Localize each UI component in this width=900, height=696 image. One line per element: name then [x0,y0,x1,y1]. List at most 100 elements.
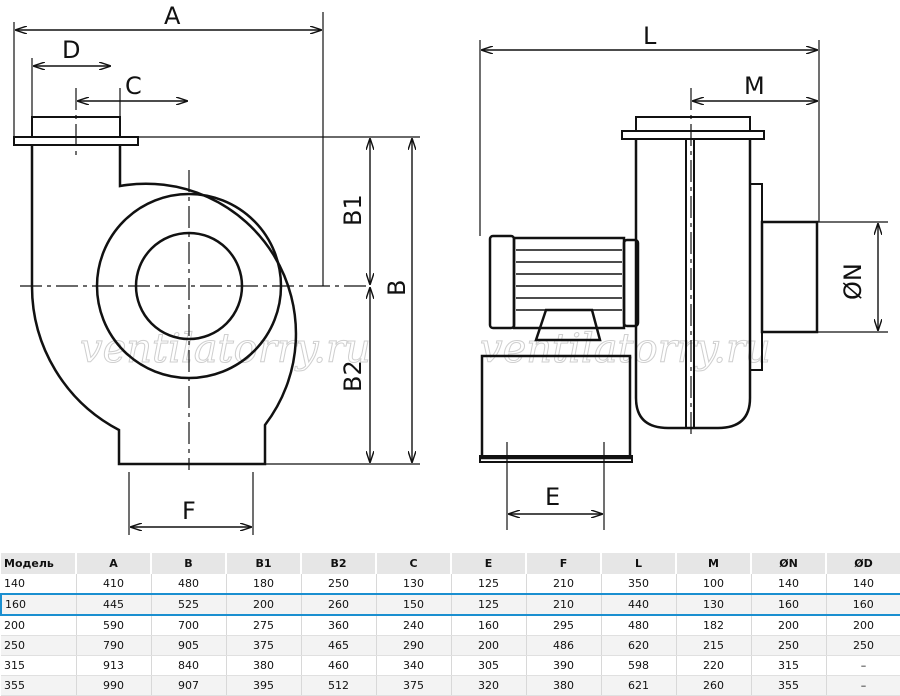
dimension-cell: 275 [226,615,302,636]
dimension-cell: 598 [601,655,677,676]
dimension-cell: 210 [526,574,602,595]
dimension-cell: 621 [601,675,677,696]
base-frame [480,354,632,460]
dimension-cell: 290 [376,635,452,656]
watermark-right: ventilatorry.ru [480,326,771,372]
dimension-cell: 200 [826,615,900,636]
model-cell: 355 [1,675,77,696]
dimension-cell: 486 [526,635,602,656]
dimension-cell: 240 [376,615,452,636]
dim-label-e: E [545,483,560,511]
dimension-cell: 180 [226,574,302,595]
dimension-cell: 840 [151,655,227,676]
side-outlet-duct [635,116,751,132]
dimension-cell: 360 [301,615,377,636]
dim-label-a: A [164,2,181,30]
column-header: B [151,553,227,574]
dimension-cell: 350 [601,574,677,595]
dim-label-d: D [62,36,80,64]
dimension-cell: – [826,655,900,676]
dimension-cell: 380 [526,675,602,696]
motor-end-cap [488,234,516,330]
dimension-cell: 200 [751,615,827,636]
dim-label-c: C [125,72,142,100]
motor-mount [534,308,602,342]
dimension-cell: 250 [751,635,827,656]
dim-label-m: M [744,72,765,100]
model-cell: 140 [1,574,77,595]
column-header: F [526,553,602,574]
dimension-cell: 990 [76,675,152,696]
motor-cooling-fins [516,249,622,311]
dimension-cell: 260 [301,593,377,616]
dimension-cell: 295 [526,615,602,636]
dimension-cell: 375 [226,635,302,656]
model-cell: 315 [1,655,77,676]
dim-label-b1: B1 [339,194,367,226]
motor-body [512,236,626,330]
dimension-cell: 305 [451,655,527,676]
dimension-cell: 100 [676,574,752,595]
dim-label-n: ØN [839,263,867,300]
dimension-cell: 913 [76,655,152,676]
dimension-cell: 525 [151,593,227,616]
front-view [13,12,420,535]
dimension-cell: 220 [676,655,752,676]
dimension-cell: 480 [601,615,677,636]
dimension-cell: 200 [226,593,302,616]
side-view [479,40,888,530]
dimension-cell: 210 [526,593,602,616]
dimension-cell: 315 [751,655,827,676]
dimension-cell: 620 [601,635,677,656]
side-outlet-flange [621,130,765,140]
dimension-cell: 440 [601,593,677,616]
dimension-cell: 355 [751,675,827,696]
column-header: B1 [226,553,302,574]
dimension-cell: 410 [76,574,152,595]
dimension-cell: 200 [451,635,527,656]
dimension-cell: 125 [451,593,527,616]
side-extension-lines [479,40,888,530]
column-header: C [376,553,452,574]
dimension-cell: 512 [301,675,377,696]
dimension-cell: 320 [451,675,527,696]
column-header: ØN [751,553,827,574]
front-dimension-lines [16,30,412,527]
front-extension-lines [13,12,420,535]
dimension-cell: 905 [151,635,227,656]
column-header: E [451,553,527,574]
dimension-cell: 125 [451,574,527,595]
dimension-cell: 590 [76,615,152,636]
motor-flange [622,238,640,328]
dimension-cell: 340 [376,655,452,676]
dimension-cell: 250 [301,574,377,595]
dimension-cell: 390 [526,655,602,676]
column-header: Модель [1,553,77,574]
dimension-cell: 465 [301,635,377,656]
inlet-duct [760,220,819,334]
dimension-cell: 182 [676,615,752,636]
model-cell: 160 [0,593,77,616]
base-foot [479,455,633,463]
dimension-cell: 375 [376,675,452,696]
model-cell: 200 [1,615,77,636]
dimension-cell: 130 [376,574,452,595]
dim-label-l: L [643,22,657,50]
column-header: ØD [826,553,900,574]
dimension-cell: 445 [76,593,152,616]
column-header: M [676,553,752,574]
column-header: L [601,553,677,574]
dimension-cell: 460 [301,655,377,676]
dimension-cell: 160 [751,593,827,616]
dimension-cell: 260 [676,675,752,696]
dimension-cell: 160 [826,593,900,616]
dim-label-f: F [182,497,196,525]
